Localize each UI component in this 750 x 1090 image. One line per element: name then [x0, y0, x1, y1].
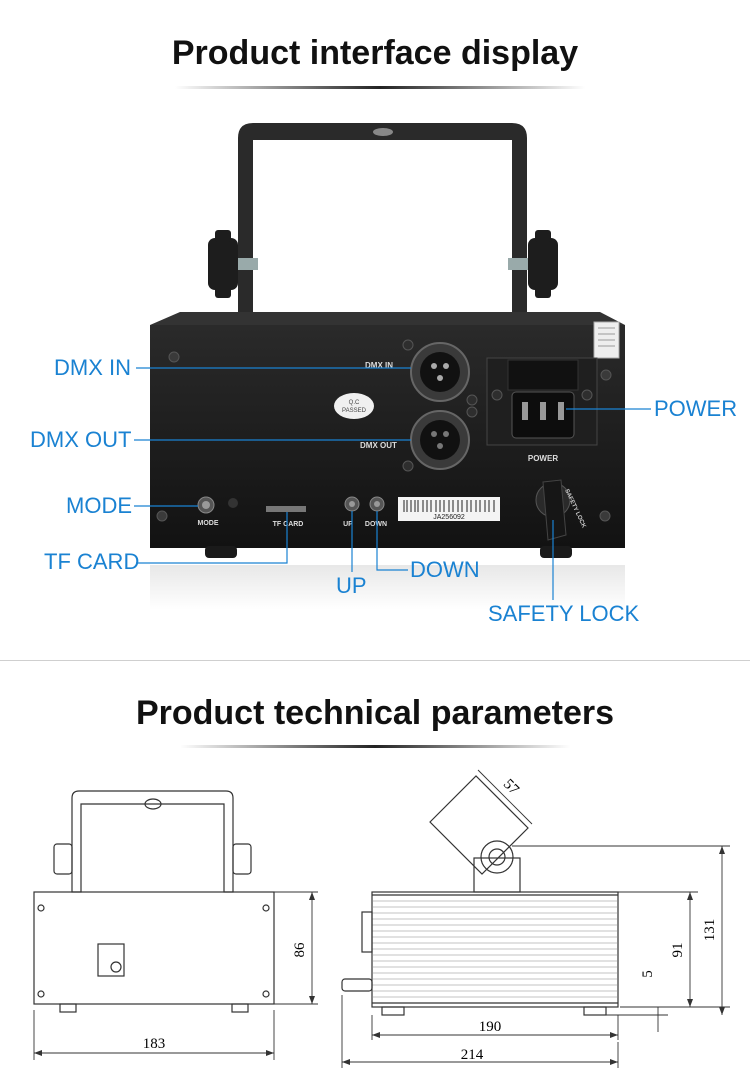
callout-power: POWER [654, 396, 738, 421]
callout-down: DOWN [410, 557, 480, 582]
svg-text:UP: UP [343, 521, 353, 528]
tf-card-slot [266, 506, 306, 512]
dimension-drawings: 86 183 57 91 131 5 190 214 [33, 769, 730, 1068]
device-label-mode: MODE [198, 520, 219, 527]
callout-safety-lock: SAFETY LOCK [488, 601, 640, 626]
xlr-connector-icon [402, 406, 478, 472]
callout-dmx-out: DMX OUT [30, 427, 132, 452]
section-title-parameters: Product technical parameters [135, 694, 615, 732]
svg-text:PASSED: PASSED [342, 408, 367, 414]
serial-number: JA256092 [433, 514, 465, 521]
side-view-drawing [341, 775, 619, 1016]
callout-up: UP [336, 573, 367, 598]
dim-side-height-total: 131 [702, 919, 718, 942]
device-label-power: POWER [528, 454, 558, 463]
device-label-tf-card: TF CARD [273, 521, 304, 528]
title-underline [180, 745, 570, 748]
section-title-interface: Product interface display [171, 34, 579, 72]
svg-text:DOWN: DOWN [365, 521, 387, 528]
device-label-dmx-out: DMX OUT [360, 441, 397, 450]
bracket-hole [373, 128, 393, 136]
dim-front-height: 86 [292, 942, 308, 958]
dim-front-width: 183 [143, 1036, 166, 1052]
device-label-dmx-in: DMX IN [365, 361, 393, 370]
callout-tf-card: TF CARD [44, 549, 140, 574]
knob-icon [508, 230, 558, 298]
power-inlet-icon [486, 357, 598, 446]
title-underline [175, 86, 585, 89]
mounting-bracket [238, 123, 527, 325]
foot [205, 546, 237, 558]
callout-mode: MODE [66, 493, 132, 518]
callout-dmx-in: DMX IN [54, 355, 131, 380]
qc-sticker [334, 393, 374, 419]
dim-body-length: 190 [479, 1019, 502, 1035]
svg-text:Q.C: Q.C [349, 400, 360, 406]
leader-tf-card [136, 512, 288, 564]
floor-reflection [150, 565, 625, 610]
dim-side-height-body: 91 [670, 943, 686, 958]
leader-down [376, 511, 408, 571]
foot [540, 546, 572, 558]
front-view-drawing [33, 790, 275, 1013]
safety-lock-key-icon [535, 479, 571, 541]
xlr-connector-icon [402, 339, 478, 406]
dim-foot-height: 5 [640, 970, 656, 978]
dim-total-length: 214 [461, 1047, 484, 1063]
section-divider [0, 660, 750, 661]
knob-icon [208, 230, 258, 298]
device-rear-panel-illustration: DMX IN Q.C PASSED DMX OUT POWER MODE TF … [134, 123, 651, 610]
